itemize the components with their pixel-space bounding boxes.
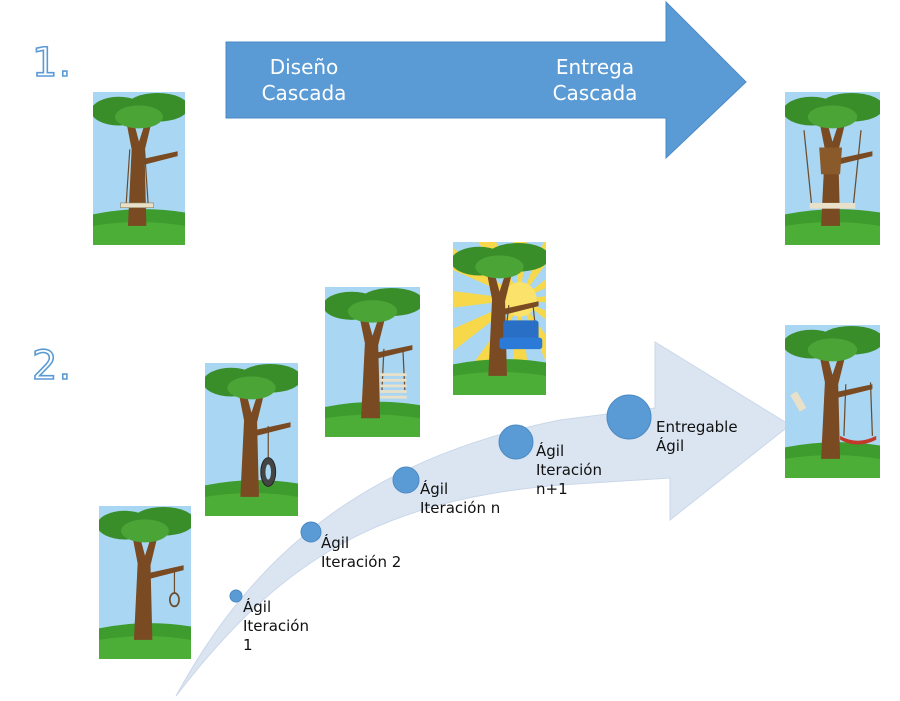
tree-hammock-illustration — [785, 325, 880, 478]
section-number-2: 2. — [31, 342, 73, 390]
tree-armchair-swing-illustration — [453, 242, 546, 395]
iteration-dot-n1 — [498, 424, 534, 460]
agile-iteration-n-label: Ágil Iteración n — [420, 480, 501, 517]
tree-hanging-swing-illustration — [785, 92, 880, 245]
waterfall-arrow — [225, 0, 747, 160]
iteration-dot-1 — [229, 589, 243, 603]
waterfall-design-label: Diseño Cascada — [261, 55, 347, 105]
tree-rope-swing-illustration — [93, 92, 185, 245]
agile-iteration-n1-label: Ágil Iteración n+1 — [536, 442, 602, 498]
tree-noose-illustration — [99, 506, 191, 659]
tree-tire-swing-illustration — [205, 363, 298, 516]
agile-iteration-1-label: Ágil Iteración 1 — [243, 598, 309, 654]
agile-deliverable-label: Entregable Ágil — [656, 418, 738, 455]
iteration-dot-n — [392, 466, 420, 494]
deliverable-dot — [606, 394, 652, 440]
section-number-1: 1. — [31, 39, 73, 87]
tree-ladder-swing-illustration — [325, 287, 420, 437]
waterfall-delivery-label: Entrega Cascada — [552, 55, 638, 105]
iteration-dot-2 — [300, 521, 322, 543]
agile-iteration-2-label: Ágil Iteración 2 — [321, 534, 402, 571]
